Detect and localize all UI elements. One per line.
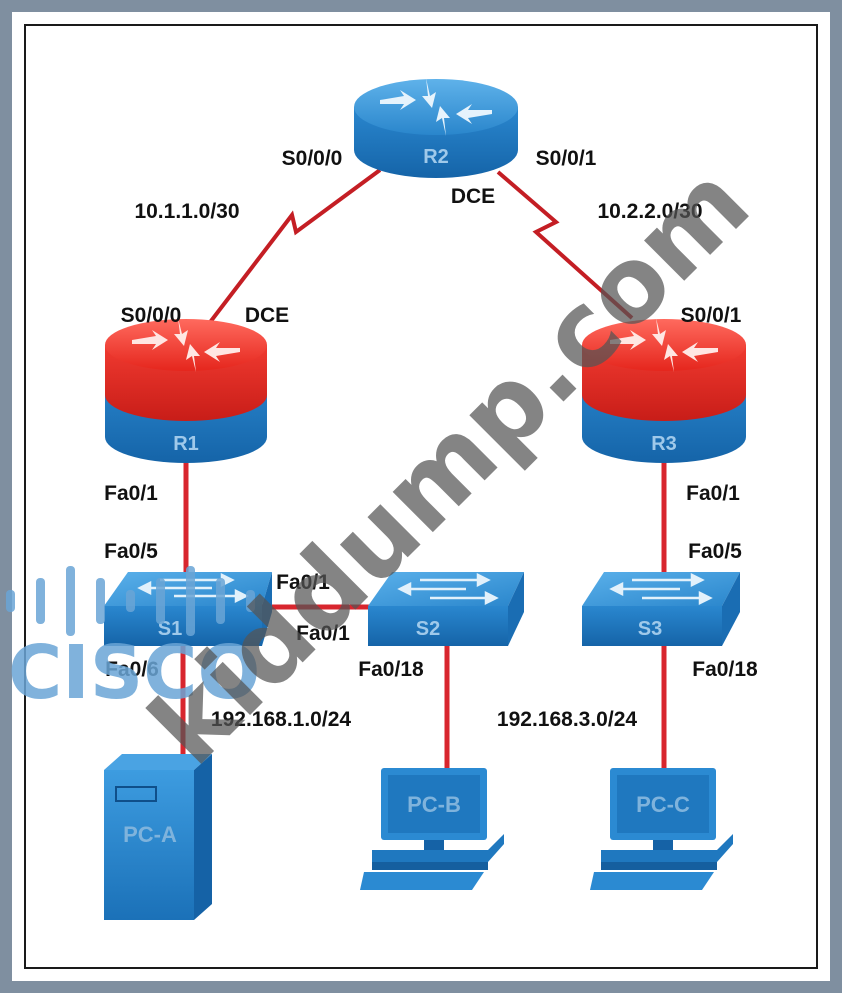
label-s3-fa05: Fa0/5: [688, 540, 742, 563]
switch-s3[interactable]: S3: [582, 572, 740, 646]
switch-s2[interactable]: S2: [368, 572, 524, 646]
label-s1-fa05: Fa0/5: [104, 540, 158, 563]
label-network-lan3: 192.168.3.0/24: [497, 708, 637, 731]
keyboard-icon: [590, 872, 714, 890]
diagram-border: [24, 24, 818, 969]
label-s1-fa06: Fa0/6: [105, 658, 159, 681]
label-r3-fa01: Fa0/1: [686, 482, 740, 505]
router-icon: [380, 78, 492, 136]
label-s1-fa01: Fa0/1: [276, 571, 330, 594]
device-label-s1: S1: [158, 618, 182, 640]
label-r2-s000: S0/0/0: [282, 147, 343, 170]
router-r2[interactable]: R2: [354, 78, 518, 178]
label-network-r1-r2: 10.1.1.0/30: [134, 200, 239, 223]
pc-a[interactable]: PC-A: [104, 754, 212, 920]
label-r1-dce: DCE: [245, 304, 289, 327]
cisco-logo-text: CISCO: [8, 630, 260, 716]
router-icon: [610, 318, 718, 372]
cisco-watermark: CISCO: [6, 566, 260, 716]
router-r1[interactable]: R1: [105, 318, 267, 463]
device-label-r3: R3: [651, 433, 677, 455]
label-r1-s000: S0/0/0: [121, 304, 182, 327]
drive-bay-icon: [115, 786, 157, 802]
serial-link-r2-r3: [496, 170, 634, 320]
label-s3-fa018: Fa0/18: [692, 658, 758, 681]
device-label-s3: S3: [638, 618, 662, 640]
label-s2-fa018: Fa0/18: [358, 658, 424, 681]
pc-b[interactable]: PC-B: [360, 768, 504, 890]
cisco-bars-icon: [6, 566, 255, 636]
switch-icon: [609, 572, 713, 606]
device-label-s2: S2: [416, 618, 440, 640]
label-network-lan1: 192.168.1.0/24: [211, 708, 351, 731]
label-r1-fa01: Fa0/1: [104, 482, 158, 505]
router-icon: [132, 318, 240, 372]
switch-icon: [397, 572, 499, 606]
device-label-r1: R1: [173, 433, 199, 455]
label-s2-fa01: Fa0/1: [296, 622, 350, 645]
label-network-r2-r3: 10.2.2.0/30: [597, 200, 702, 223]
label-r3-s001: S0/0/1: [681, 304, 742, 327]
device-label-r2: R2: [423, 146, 449, 168]
serial-link-r1-r2: [196, 168, 382, 340]
device-label-pcb: PC-B: [407, 792, 461, 817]
label-r2-dce: DCE: [451, 185, 495, 208]
label-r2-s001: S0/0/1: [536, 147, 597, 170]
router-r3[interactable]: R3: [582, 318, 746, 463]
keyboard-icon: [360, 872, 484, 890]
device-label-pca: PC-A: [123, 822, 177, 847]
pc-c[interactable]: PC-C: [590, 768, 733, 890]
device-label-pcc: PC-C: [636, 792, 690, 817]
